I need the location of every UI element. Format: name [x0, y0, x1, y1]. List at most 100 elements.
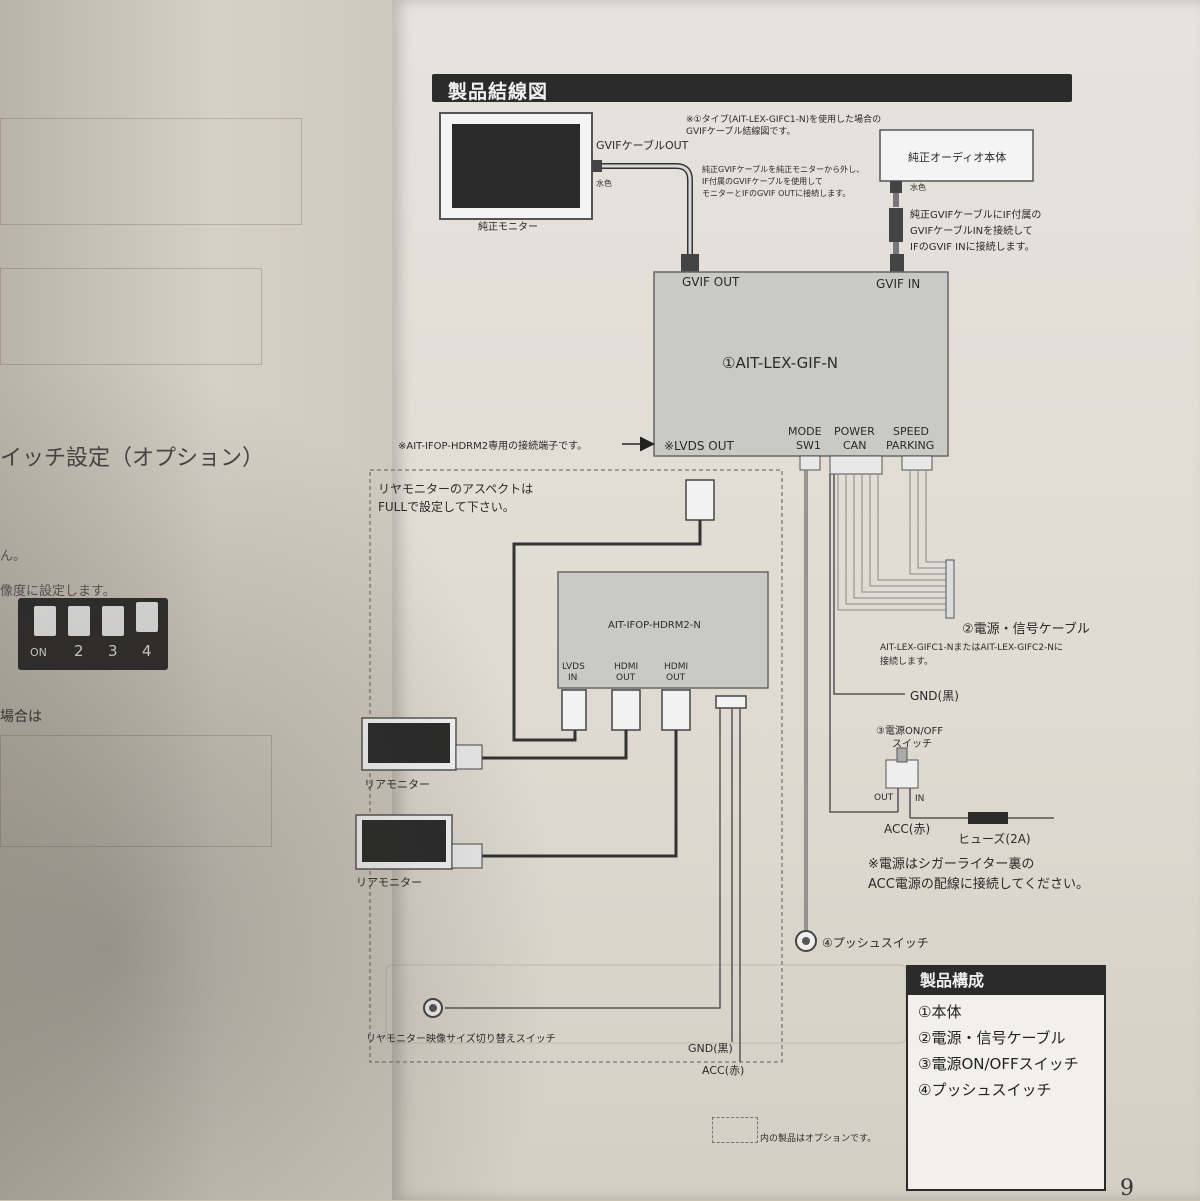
- monitor-connector: [592, 160, 602, 172]
- parts-item: ③電源ON/OFFスイッチ: [918, 1055, 1079, 1073]
- push-switch-label: ④プッシュスイッチ: [822, 936, 929, 950]
- mizuiro-label-1: 水色: [596, 179, 612, 188]
- genuine-monitor-label: 純正モニター: [478, 222, 538, 233]
- main-unit-box: [653, 271, 949, 457]
- audio-note-line3: IFのGVIF INに接続します。: [910, 242, 1035, 253]
- hdrm2-switch-wire: [445, 708, 721, 1009]
- audio-note-line2: GVIFケーブルINを接続して: [910, 226, 1033, 237]
- onoff-label-line1: ③電源ON/OFF: [876, 726, 944, 737]
- dip-switch-1: [34, 606, 56, 636]
- parts-item: ④プッシュスイッチ: [918, 1081, 1052, 1099]
- left-table-mid: [0, 268, 262, 365]
- lvds-cable: [512, 520, 702, 742]
- out-port-label-2: OUT: [666, 673, 686, 683]
- type1-note-line2: GVIFケーブル結線図です。: [686, 127, 796, 137]
- power-note-line1: ※電源はシガーライター裏の: [868, 857, 1035, 872]
- left-line-3: 場合は: [0, 709, 42, 725]
- acc-red-label-2: ACC(赤): [702, 1064, 745, 1077]
- power-can-connector: [829, 455, 883, 475]
- speed-parking-connector: [901, 455, 933, 471]
- parts-list-title: 製品構成: [908, 967, 1104, 995]
- type1-note-line1: ※①タイプ(AIT-LEX-GIFC1-N)を使用した場合の: [686, 115, 882, 125]
- dip-switch-3: [102, 606, 124, 636]
- optional-legend-box: [712, 1117, 758, 1143]
- dip-label-on: ON: [30, 646, 47, 659]
- switch-out-label: OUT: [874, 793, 894, 803]
- power-note-line2: ACC電源の配線に接続してください。: [868, 877, 1090, 892]
- rear-monitor-label-1: リアモニター: [364, 778, 430, 791]
- parts-item: ①本体: [918, 1003, 962, 1021]
- left-table-bottom: [0, 735, 272, 847]
- fuse-label: ヒューズ(2A): [958, 832, 1031, 846]
- gvif-cable-out-label: GVIFケーブルOUT: [596, 139, 689, 152]
- hdrm2-label: AIT-IFOP-HDRM2-N: [608, 620, 701, 631]
- page-number: 9: [1120, 1176, 1134, 1201]
- monitor-note-line2: IF付属のGVIFケーブルを使用して: [702, 177, 823, 186]
- lvds-port-label: LVDS: [562, 662, 585, 672]
- gvif-out-plug: [681, 254, 699, 272]
- hdmi-cable-2: [482, 730, 678, 858]
- genuine-monitor-screen: [452, 124, 580, 208]
- sw1-label: SW1: [796, 439, 821, 452]
- monitor-note-line1: 純正GVIFケーブルを純正モニターから外し、: [702, 165, 865, 174]
- dip-switch-4: [136, 602, 158, 632]
- section-title: 製品結線図: [448, 81, 549, 103]
- gvif-out-cable: [602, 163, 693, 258]
- gvif-in-label: GVIF IN: [876, 277, 921, 291]
- mizuiro-label-2: 水色: [910, 183, 926, 192]
- genuine-audio-box: [879, 129, 1034, 182]
- main-unit-label: ①AIT-LEX-GIF-N: [722, 354, 838, 372]
- power-cable-bundle: [837, 470, 946, 611]
- speed-label: SPEED: [893, 425, 929, 438]
- gnd-wire: [833, 474, 905, 695]
- legend-text: 内の製品はオプションです。: [760, 1134, 877, 1144]
- lvds-cable-plug: [685, 479, 715, 521]
- rear-monitor-label-2: リアモニター: [356, 876, 422, 889]
- gvif-in-plug: [890, 254, 904, 272]
- switch-in-label: IN: [915, 794, 925, 804]
- power-port: [715, 695, 747, 709]
- audio-connector: [890, 181, 902, 193]
- acc-wire: [829, 474, 898, 813]
- hdmi-port-label-1: HDMI: [614, 662, 639, 672]
- aspect-note-line1: リヤモニターのアスペクトは: [378, 482, 534, 496]
- in-port-label: IN: [568, 673, 578, 683]
- lvds-in-port: [561, 689, 587, 731]
- mode-label: MODE: [788, 425, 822, 438]
- hdmi-out-port-1: [611, 689, 641, 731]
- gnd-black-label-1: GND(黒): [910, 689, 959, 703]
- gvif-out-label: GVIF OUT: [682, 275, 740, 289]
- onoff-label-line2: スイッチ: [892, 739, 932, 750]
- power-label: POWER: [834, 425, 875, 438]
- hdmi-port-label-2: HDMI: [664, 662, 689, 672]
- onoff-switch-body: [885, 759, 919, 789]
- gnd-black-label-2: GND(黒): [688, 1042, 733, 1055]
- size-switch-label: リヤモニター映像サイズ切り替えスイッチ: [366, 1034, 556, 1045]
- hdmi-out-port-2: [661, 689, 691, 731]
- power-cable-label: ②電源・信号ケーブル: [962, 622, 1090, 637]
- audio-note-line1: 純正GVIFケーブルにIF付属の: [910, 210, 1042, 221]
- can-label: CAN: [843, 439, 867, 452]
- acc-red-label-1: ACC(赤): [884, 822, 931, 836]
- section-header-bar: [432, 74, 1072, 102]
- parts-item: ②電源・信号ケーブル: [918, 1029, 1066, 1047]
- hdrm2-box: [557, 571, 769, 689]
- fuse-body: [968, 812, 1008, 824]
- dip-label-3: 3: [108, 642, 118, 660]
- dip-switch-image: ON 2 3 4: [18, 598, 168, 670]
- sw1-connector: [799, 455, 821, 471]
- lvds-out-label: ※LVDS OUT: [664, 439, 734, 453]
- left-line-2: 像度に設定します。: [0, 584, 116, 599]
- dip-label-2: 2: [74, 642, 84, 660]
- left-heading: イッチ設定（オプション）: [0, 446, 265, 471]
- dip-label-4: 4: [142, 642, 152, 660]
- power-cable-connector: [945, 559, 955, 619]
- monitor-note-line3: モニターとIFのGVIF OUTに接続します。: [702, 189, 851, 198]
- hdmi-cable-1: [482, 730, 628, 760]
- aspect-note-line2: FULLで設定して下さい。: [378, 500, 515, 514]
- left-table-top: [0, 118, 302, 225]
- genuine-audio-label: 純正オーディオ本体: [908, 151, 1007, 164]
- out-port-label-1: OUT: [616, 673, 636, 683]
- left-line-1: ん。: [0, 549, 27, 564]
